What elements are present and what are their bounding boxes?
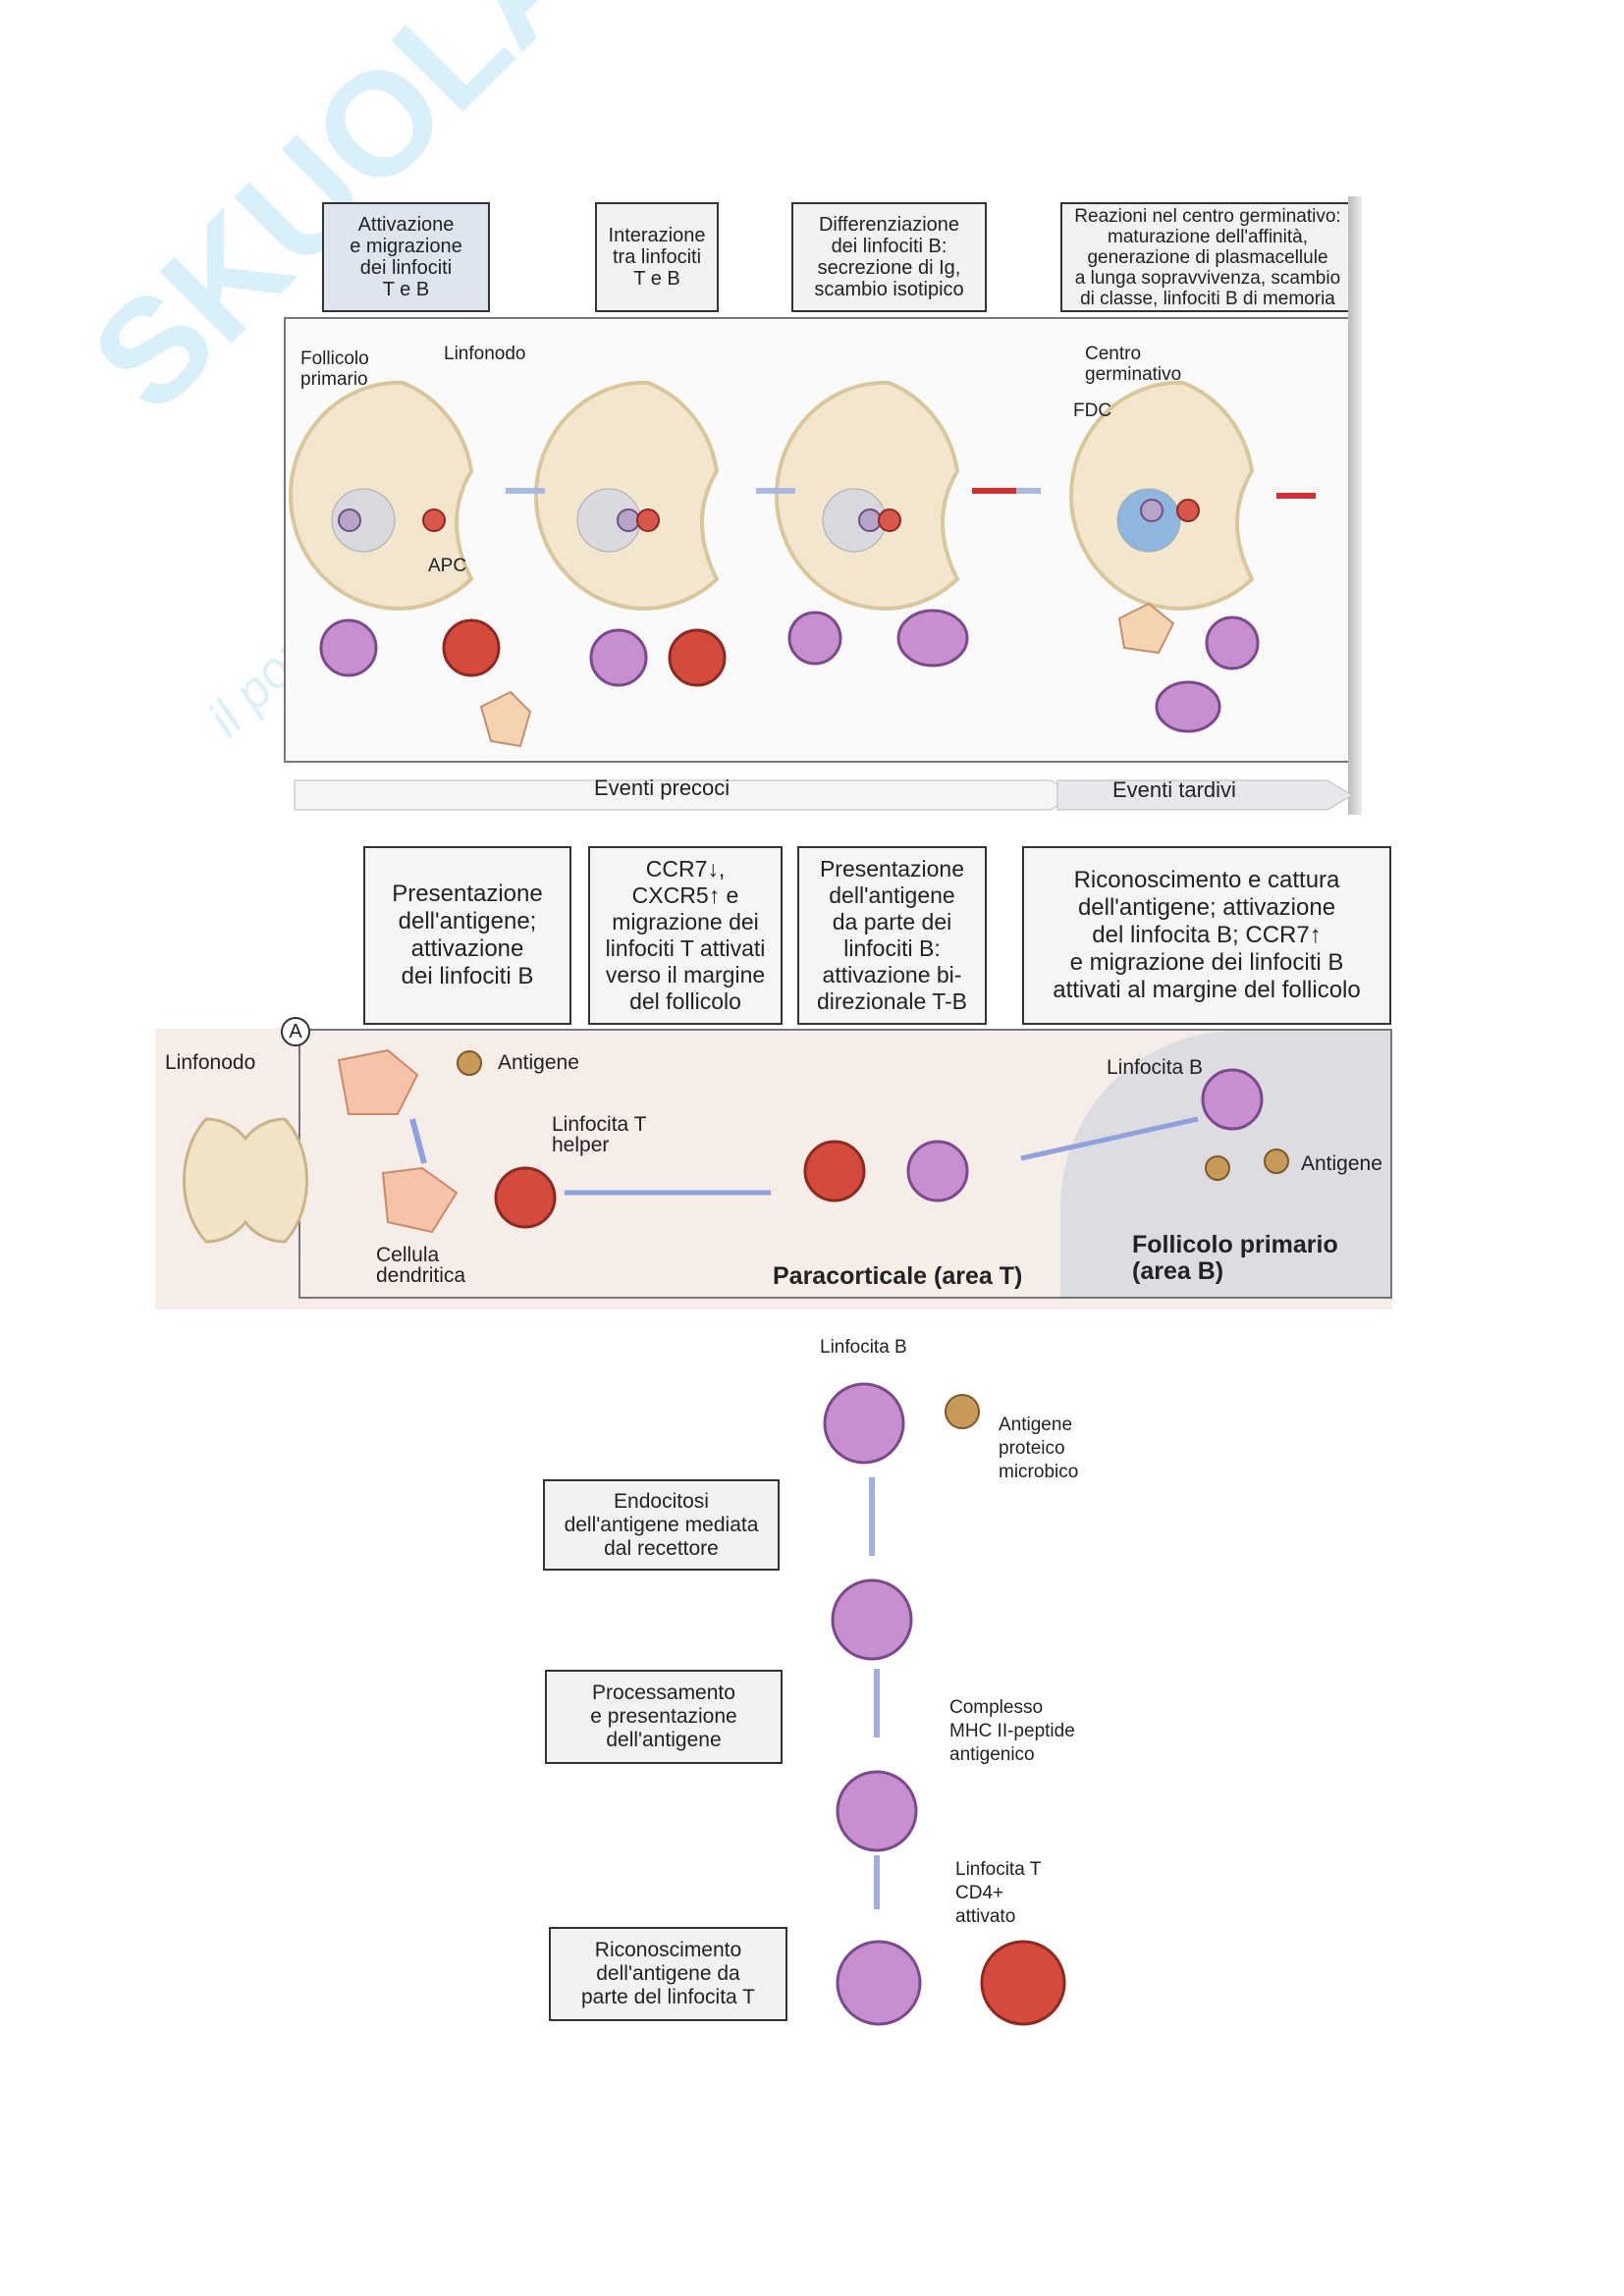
label-follicolo: Follicolo primario: [300, 348, 369, 390]
step-box-recognition: Riconoscimento e cattura dell'antigene; …: [1022, 846, 1391, 1025]
label-apc: APC: [428, 556, 467, 576]
label-linfb-a: Linfocita B: [1107, 1056, 1204, 1079]
step-box-differentiation: Differenziazione dei linfociti B: secrez…: [791, 202, 987, 312]
label-paracorticale: Paracorticale (area T): [773, 1262, 1023, 1290]
top-diagram: [288, 380, 1353, 811]
label-fdc: FDC: [1073, 400, 1112, 421]
step-box-presentation: Presentazione dell'antigene; attivazione…: [363, 846, 571, 1025]
step-box-bidirectional: Presentazione dell'antigene da parte dei…: [797, 846, 987, 1025]
label-th: Linfocita T helper: [552, 1113, 647, 1156]
lymph-node-icon: [182, 1117, 309, 1244]
panel-marker: A: [281, 1017, 310, 1046]
step-box-activation: Attivazione e migrazione dei linfociti T…: [322, 202, 490, 312]
label-linfonodo-a: Linfonodo: [165, 1051, 256, 1074]
label-tcell-cd4: Linfocita T CD4+ attivato: [955, 1859, 1042, 1927]
label-antigene-a: Antigene: [498, 1051, 579, 1074]
phase-early: Eventi precoci: [594, 775, 731, 800]
step-box-processing: Processamento e presentazione dell'antig…: [545, 1670, 783, 1764]
label-linfonodo: Linfonodo: [444, 344, 526, 364]
phase-late: Eventi tardivi: [1112, 777, 1236, 802]
label-antigene-b: Antigene: [1301, 1152, 1382, 1175]
label-dendritica: Cellula dendritica: [376, 1244, 466, 1287]
step-box-endocytosis: Endocitosi dell'antigene mediata dal rec…: [543, 1479, 780, 1571]
page-edge-shadow: [1348, 196, 1362, 815]
label-centro: Centro germinativo: [1085, 344, 1182, 385]
step-box-tcell-recognition: Riconoscimento dell'antigene da parte de…: [549, 1927, 787, 2021]
label-mhc: Complesso MHC II-peptide antigenico: [949, 1697, 1075, 1765]
label-linfb-b: Linfocita B: [820, 1337, 907, 1358]
step-box-migration: CCR7↓, CXCR5↑ e migrazione dei linfociti…: [588, 846, 783, 1025]
label-follicolo-primario: Follicolo primario (area B): [1132, 1231, 1338, 1285]
step-box-interaction: Interazione tra linfociti T e B: [595, 202, 719, 312]
step-box-germinal-center: Reazioni nel centro germinativo: maturaz…: [1060, 202, 1355, 312]
label-antigene-proteico: Antigene proteico microbico: [999, 1415, 1079, 1482]
